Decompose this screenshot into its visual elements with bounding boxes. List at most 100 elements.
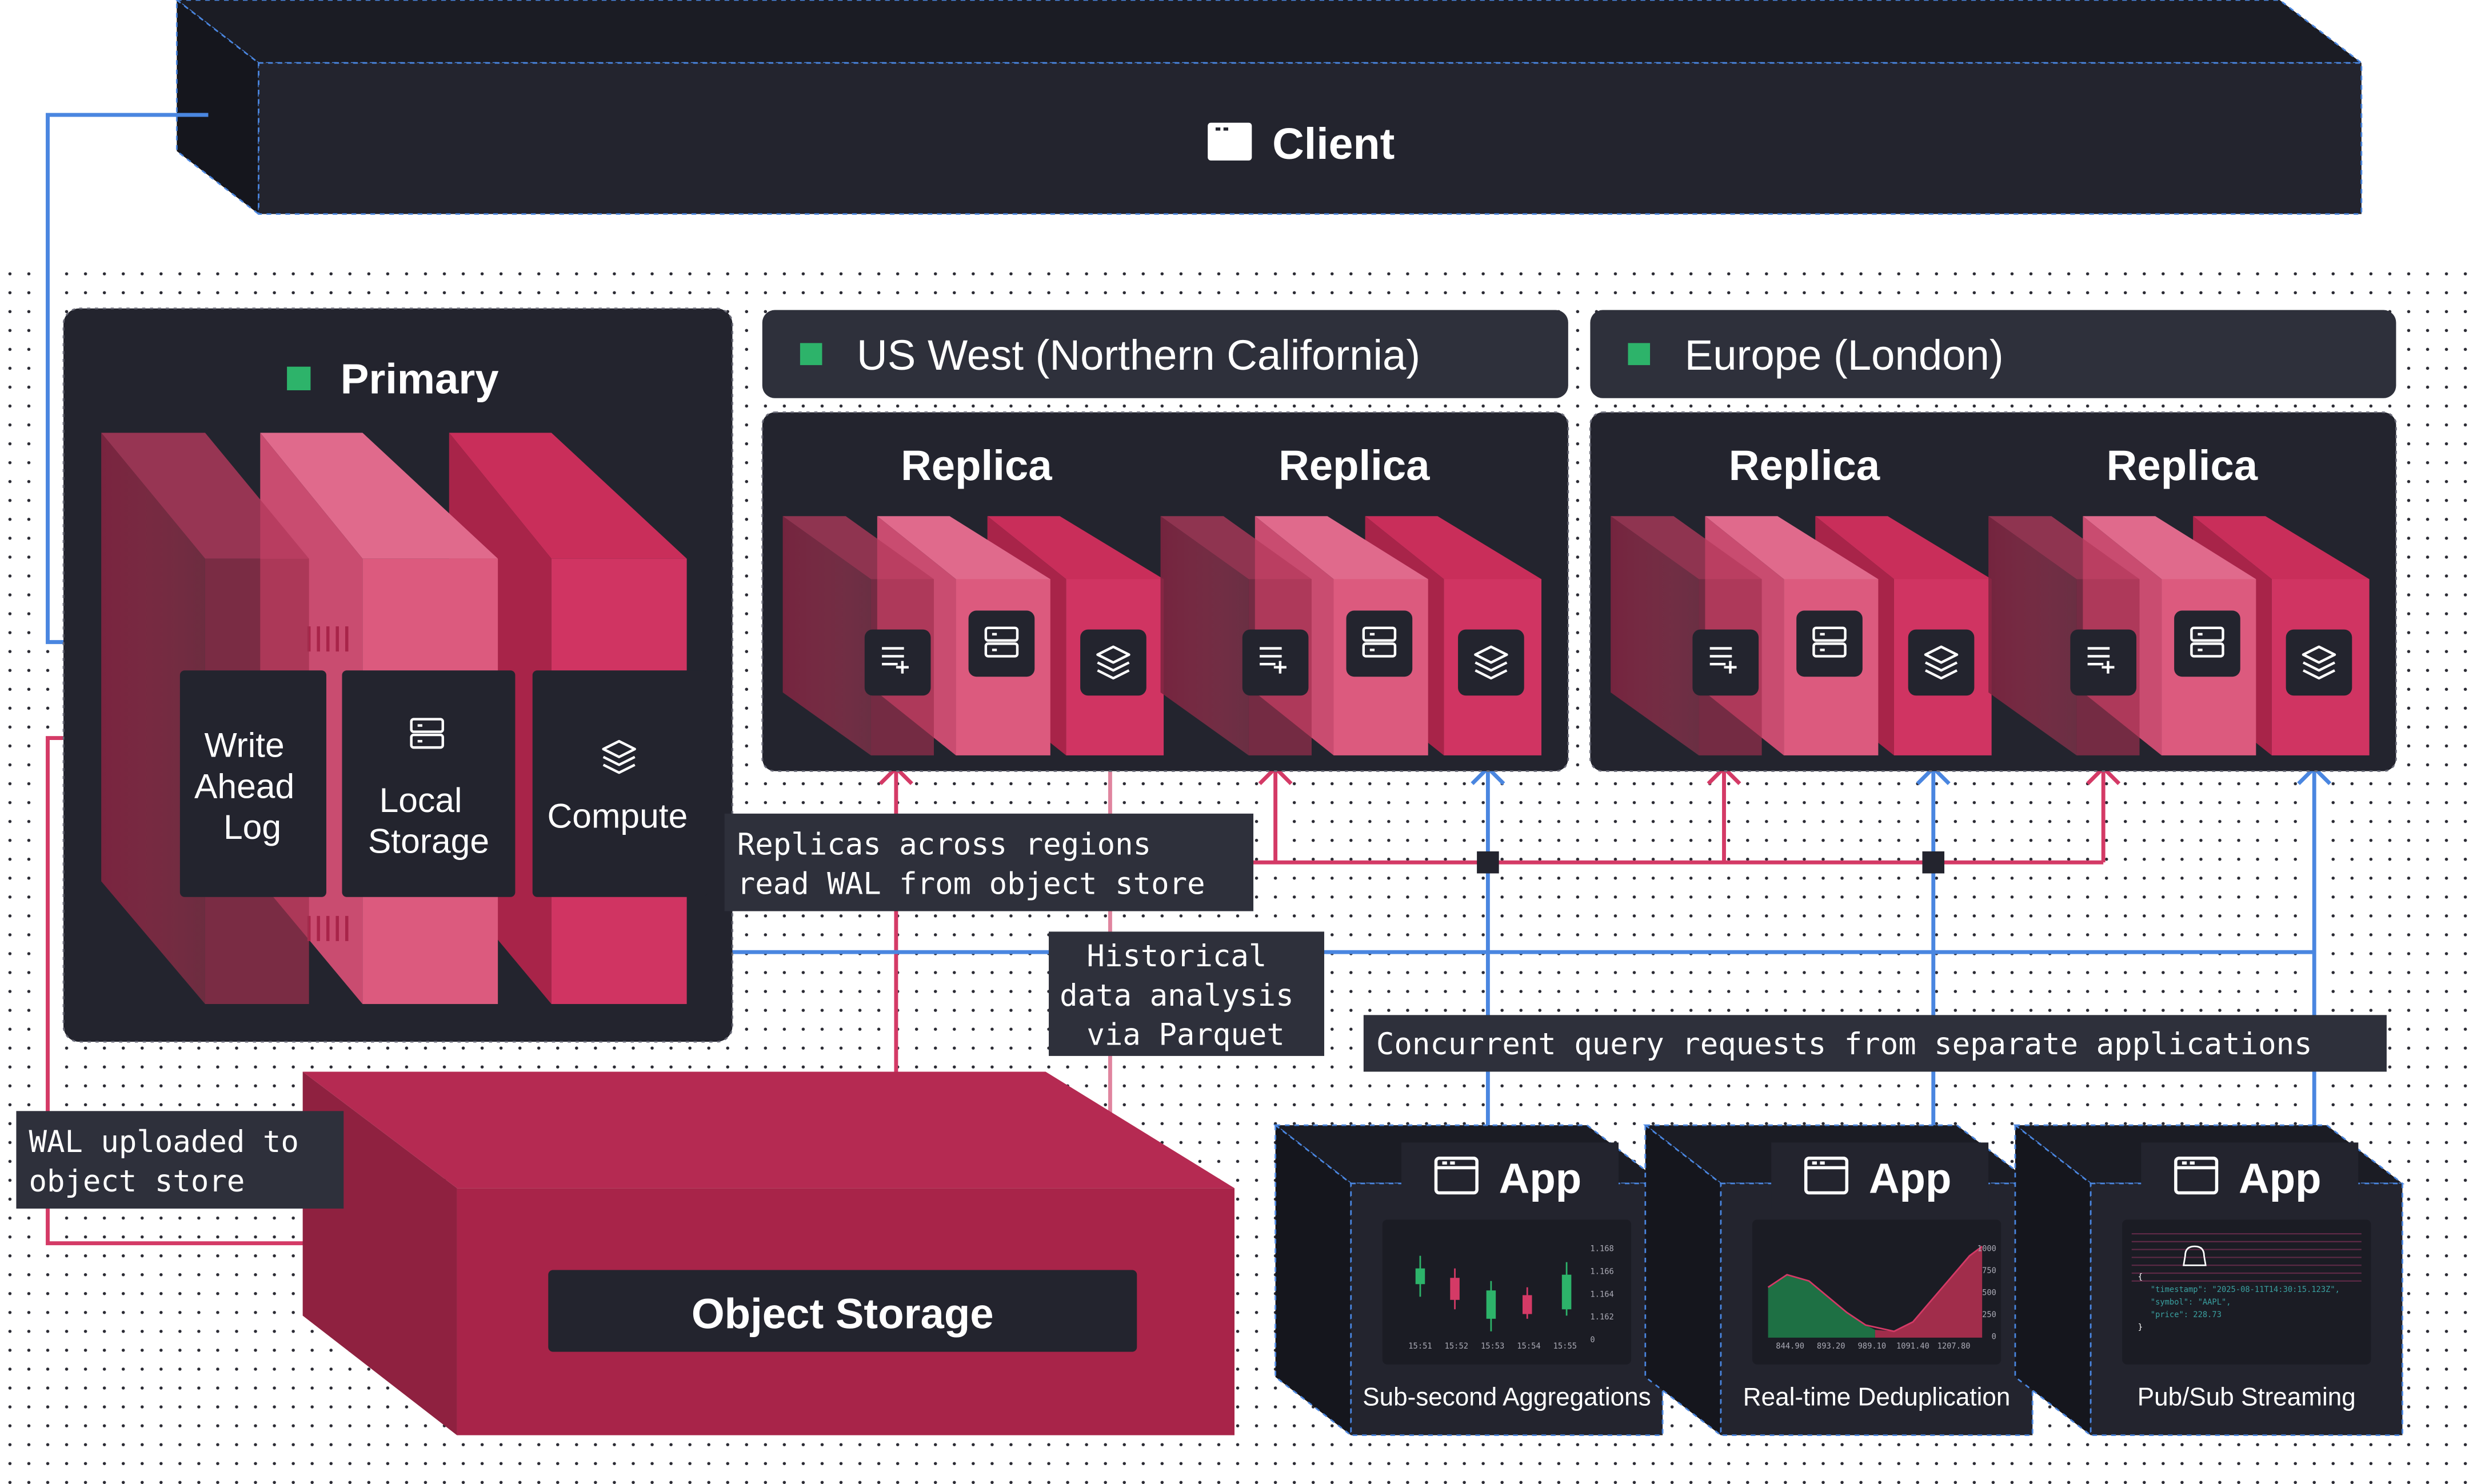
svg-text:Replicas across regions: Replicas across regions read WAL from ob… — [737, 827, 1205, 901]
app-label: App — [1499, 1155, 1582, 1202]
window-icon-dot — [1820, 1161, 1825, 1165]
x-tick-label: 1207.80 — [1937, 1342, 1971, 1351]
replica-compute-top — [1815, 516, 1992, 579]
replica-wal-side — [782, 516, 871, 755]
replica[interactable]: Replica — [1988, 442, 2370, 755]
window-icon — [2174, 1157, 2219, 1195]
replica-wal-side — [1611, 516, 1699, 755]
replica-title: Replica — [2107, 442, 2258, 489]
svg-text:WAL uploaded to object s: WAL uploaded to object store — [29, 1125, 317, 1199]
replica-title: Replica — [901, 442, 1052, 489]
primary-panel[interactable]: Primary — [62, 307, 733, 1043]
primary-status-indicator — [287, 366, 311, 390]
replica-wal-top — [1611, 516, 1762, 579]
replica-wal-side — [1160, 516, 1249, 755]
region-title: Europe (London) — [1685, 331, 2004, 379]
candle-body — [1522, 1295, 1532, 1314]
icon-tile — [1692, 629, 1759, 696]
area-green — [1768, 1274, 1875, 1338]
client-label: Client — [1272, 119, 1395, 169]
app-box-side — [1644, 1123, 1722, 1437]
replica-wal-top — [782, 516, 934, 579]
replica-wal-side — [1988, 516, 2077, 755]
replica-title: Replica — [1729, 442, 1880, 489]
y-tick-label: 1.168 — [1590, 1244, 1613, 1253]
app-caption: Real-time Deduplication — [1743, 1383, 2011, 1411]
object-storage-label: Object Storage — [692, 1290, 994, 1337]
x-tick-label: 15:53 — [1481, 1342, 1504, 1351]
y-tick-label: 0 — [1590, 1335, 1595, 1345]
crossing-marker — [1477, 851, 1499, 874]
x-tick-label: 15:54 — [1517, 1342, 1540, 1351]
app-label: App — [1869, 1155, 1952, 1202]
app-preview — [1382, 1219, 1632, 1365]
primary-title: Primary — [341, 355, 499, 402]
local-storage-card[interactable]: Local Storage — [342, 670, 516, 897]
region-header — [1590, 310, 2396, 398]
replicas-layer: Replica Replica Replica Replica — [782, 442, 2370, 755]
app-header — [1401, 1142, 1619, 1209]
window-icon-dot — [2190, 1161, 2195, 1165]
client-box[interactable]: Client — [175, 0, 2364, 216]
replicas-read-annotation: Replicas across regions read WAL from ob… — [724, 813, 1254, 911]
app-box-side — [2014, 1123, 2092, 1437]
bell-icon — [2183, 1245, 2207, 1266]
x-tick-label: 15:51 — [1408, 1342, 1432, 1351]
window-icon-dot — [2182, 1161, 2187, 1165]
window-icon-dot — [1812, 1161, 1817, 1165]
crossing-marker — [1922, 851, 1945, 874]
replica-storage-top — [877, 516, 1050, 579]
candle-body — [1561, 1274, 1572, 1310]
x-tick-label: 989.10 — [1858, 1342, 1887, 1351]
wal-card[interactable]: Write Ahead Log — [179, 670, 326, 897]
x-tick-label: 15:52 — [1445, 1342, 1468, 1351]
window-icon — [1434, 1157, 1479, 1195]
candle-body — [1450, 1278, 1460, 1300]
y-tick-label: 1000 — [1977, 1244, 1996, 1253]
icon-tile — [1242, 629, 1309, 696]
window-icon-dot — [1450, 1161, 1455, 1165]
replica[interactable]: Replica — [1611, 442, 1992, 755]
candle-body — [1486, 1290, 1496, 1319]
code-line: "price": 228.73 — [2151, 1310, 2222, 1319]
replica-storage-top — [2083, 516, 2256, 579]
app-box-side — [1275, 1123, 1352, 1437]
replica-storage-top — [1705, 516, 1879, 579]
icon-tile — [2070, 629, 2137, 696]
app-caption: Pub/Sub Streaming — [2138, 1383, 2356, 1411]
replica[interactable]: Replica — [1160, 442, 1542, 755]
replica-compute-top — [1365, 516, 1542, 579]
candle-body — [1415, 1268, 1425, 1285]
y-tick-label: 1.166 — [1590, 1267, 1613, 1276]
x-tick-label: 15:55 — [1553, 1342, 1577, 1351]
wal-label: Write Ahead Log — [194, 726, 304, 846]
area-red — [1875, 1246, 1983, 1338]
window-icon-dot — [1442, 1161, 1447, 1165]
icon-tile — [864, 629, 931, 696]
local-storage-label: Local Storage — [368, 781, 489, 861]
compute-card[interactable]: Compute — [532, 670, 708, 897]
object-storage[interactable]: Object Storage — [302, 1071, 1235, 1435]
replica-compute-top — [987, 516, 1164, 579]
x-tick-label: 844.90 — [1776, 1342, 1804, 1351]
x-tick-label: 893.20 — [1817, 1342, 1845, 1351]
y-tick-label: 500 — [1982, 1289, 1996, 1298]
replica-wal-top — [1160, 516, 1312, 579]
app-label: App — [2239, 1155, 2322, 1202]
historical-annotation: Historical data analysis via Parquet — [1049, 931, 1324, 1056]
replica[interactable]: Replica — [782, 442, 1164, 755]
window-icon-frame — [1434, 1157, 1479, 1195]
window-icon-frame — [1804, 1157, 1849, 1195]
x-tick-label: 1091.40 — [1896, 1342, 1929, 1351]
region-status-indicator — [800, 343, 822, 365]
client-window-icon — [1208, 122, 1252, 161]
region-title: US West (Northern California) — [857, 331, 1420, 379]
replica-wal-top — [1988, 516, 2140, 579]
code-line: } — [2138, 1323, 2143, 1332]
region-header — [762, 310, 1568, 398]
